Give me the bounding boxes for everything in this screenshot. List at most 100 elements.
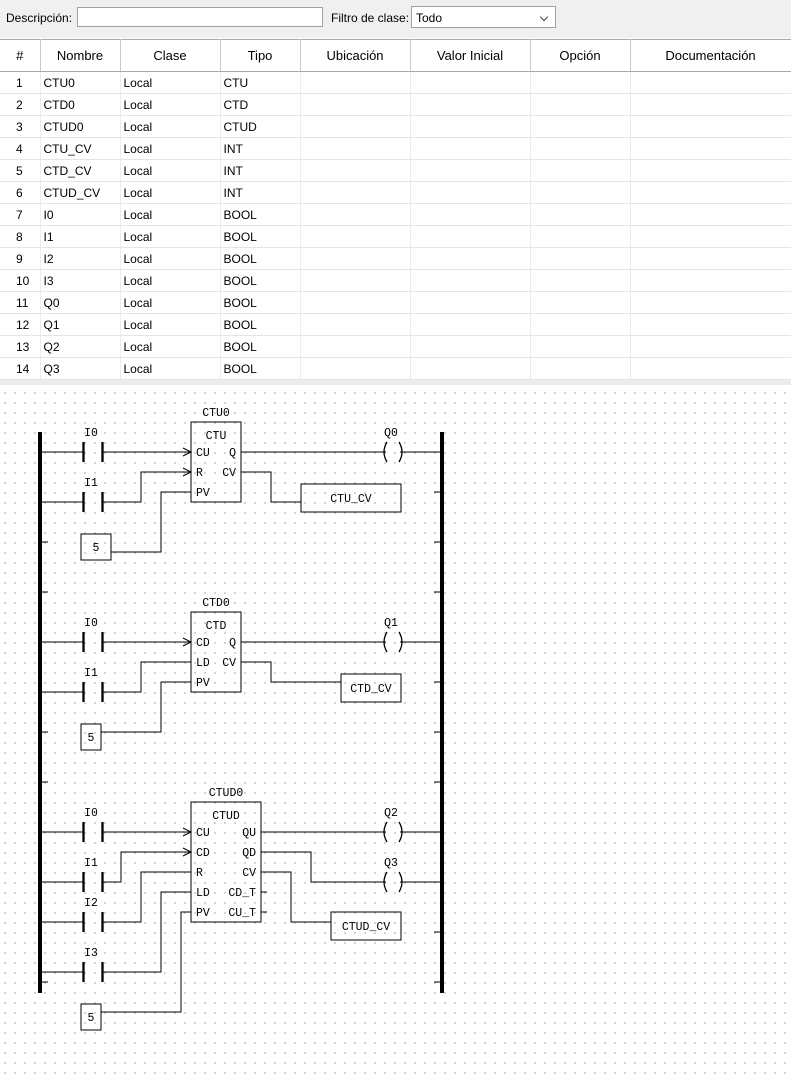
cell-name[interactable]: CTU0 — [40, 71, 121, 94]
contact-i1-ctud[interactable] — [82, 872, 104, 892]
cell-documentation[interactable] — [630, 181, 791, 204]
cell-documentation[interactable] — [630, 247, 791, 270]
cell-location[interactable] — [300, 137, 411, 160]
cell-option[interactable] — [530, 159, 631, 182]
col-header-location[interactable]: Ubicación — [300, 39, 411, 72]
cell-name[interactable]: Q1 — [40, 313, 121, 336]
cell-initial-value[interactable] — [410, 335, 531, 358]
col-header-option[interactable]: Opción — [530, 39, 631, 72]
cell-type[interactable]: CTUD — [220, 115, 301, 138]
class-filter-select[interactable]: Todo — [411, 6, 556, 28]
cell-type[interactable]: INT — [220, 181, 301, 204]
cell-name[interactable]: CTU_CV — [40, 137, 121, 160]
cell-option[interactable] — [530, 181, 631, 204]
cell-initial-value[interactable] — [410, 313, 531, 336]
cell-type[interactable]: INT — [220, 159, 301, 182]
cell-number[interactable]: 8 — [0, 225, 41, 248]
cell-location[interactable] — [300, 93, 411, 116]
cell-documentation[interactable] — [630, 313, 791, 336]
cell-initial-value[interactable] — [410, 137, 531, 160]
ctud-block[interactable] — [190, 801, 262, 923]
cell-initial-value[interactable] — [410, 225, 531, 248]
cell-location[interactable] — [300, 115, 411, 138]
cell-location[interactable] — [300, 357, 411, 380]
cell-type[interactable]: INT — [220, 137, 301, 160]
col-header-name[interactable]: Nombre — [40, 39, 121, 72]
cell-name[interactable]: I2 — [40, 247, 121, 270]
cell-location[interactable] — [300, 203, 411, 226]
cell-location[interactable] — [300, 159, 411, 182]
ctu-cv-variable-box[interactable] — [300, 483, 402, 513]
col-header-number[interactable]: # — [0, 39, 41, 72]
coil-q3[interactable] — [383, 871, 403, 893]
cell-option[interactable] — [530, 269, 631, 292]
cell-number[interactable]: 6 — [0, 181, 41, 204]
ctud-cv-variable-box[interactable] — [330, 911, 402, 941]
cell-number[interactable]: 12 — [0, 313, 41, 336]
cell-type[interactable]: BOOL — [220, 269, 301, 292]
cell-number[interactable]: 14 — [0, 357, 41, 380]
contact-i0-ctud[interactable] — [82, 822, 104, 842]
contact-i2-ctud[interactable] — [82, 912, 104, 932]
cell-number[interactable]: 10 — [0, 269, 41, 292]
cell-documentation[interactable] — [630, 291, 791, 314]
cell-name[interactable]: Q3 — [40, 357, 121, 380]
cell-option[interactable] — [530, 137, 631, 160]
contact-i0-ctu[interactable] — [82, 442, 104, 462]
cell-type[interactable]: CTU — [220, 71, 301, 94]
cell-class[interactable]: Local — [120, 269, 221, 292]
cell-name[interactable]: I3 — [40, 269, 121, 292]
cell-option[interactable] — [530, 203, 631, 226]
cell-number[interactable]: 4 — [0, 137, 41, 160]
cell-location[interactable] — [300, 71, 411, 94]
cell-location[interactable] — [300, 269, 411, 292]
cell-documentation[interactable] — [630, 137, 791, 160]
cell-documentation[interactable] — [630, 203, 791, 226]
cell-initial-value[interactable] — [410, 159, 531, 182]
cell-number[interactable]: 9 — [0, 247, 41, 270]
description-input[interactable] — [77, 7, 323, 27]
col-header-initial-value[interactable]: Valor Inicial — [410, 39, 531, 72]
cell-name[interactable]: Q2 — [40, 335, 121, 358]
cell-class[interactable]: Local — [120, 203, 221, 226]
ctd-block[interactable] — [190, 611, 242, 693]
ctu-preset-box[interactable] — [80, 533, 112, 561]
cell-type[interactable]: BOOL — [220, 203, 301, 226]
cell-class[interactable]: Local — [120, 357, 221, 380]
cell-initial-value[interactable] — [410, 93, 531, 116]
col-header-class[interactable]: Clase — [120, 39, 221, 72]
cell-location[interactable] — [300, 247, 411, 270]
cell-type[interactable]: CTD — [220, 93, 301, 116]
cell-class[interactable]: Local — [120, 247, 221, 270]
cell-option[interactable] — [530, 357, 631, 380]
cell-documentation[interactable] — [630, 335, 791, 358]
cell-name[interactable]: I0 — [40, 203, 121, 226]
cell-type[interactable]: BOOL — [220, 357, 301, 380]
coil-q2[interactable] — [383, 821, 403, 843]
cell-number[interactable]: 11 — [0, 291, 41, 314]
cell-class[interactable]: Local — [120, 225, 221, 248]
cell-type[interactable]: BOOL — [220, 225, 301, 248]
cell-name[interactable]: CTUD_CV — [40, 181, 121, 204]
cell-documentation[interactable] — [630, 269, 791, 292]
cell-number[interactable]: 3 — [0, 115, 41, 138]
cell-class[interactable]: Local — [120, 71, 221, 94]
cell-class[interactable]: Local — [120, 181, 221, 204]
cell-number[interactable]: 1 — [0, 71, 41, 94]
cell-name[interactable]: I1 — [40, 225, 121, 248]
cell-option[interactable] — [530, 313, 631, 336]
cell-documentation[interactable] — [630, 115, 791, 138]
cell-location[interactable] — [300, 291, 411, 314]
cell-initial-value[interactable] — [410, 181, 531, 204]
cell-documentation[interactable] — [630, 159, 791, 182]
cell-name[interactable]: CTUD0 — [40, 115, 121, 138]
contact-i3-ctud[interactable] — [82, 962, 104, 982]
cell-name[interactable]: CTD0 — [40, 93, 121, 116]
cell-number[interactable]: 13 — [0, 335, 41, 358]
